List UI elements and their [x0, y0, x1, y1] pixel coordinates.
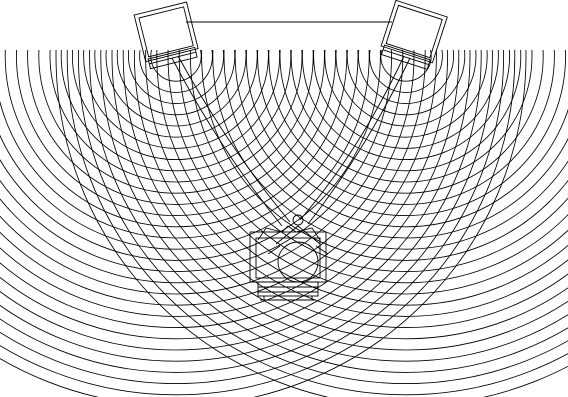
right-wavefront-arc [336, 0, 476, 126]
right-wavefront-arc [358, 8, 453, 103]
right-wavefront-arc [246, 0, 565, 216]
left-wavefront-arc [61, 0, 291, 171]
right-wavefront-arc [168, 0, 568, 294]
listener-in-chair [250, 215, 328, 300]
right-wavefront-arc [269, 0, 543, 193]
left-wavefront-arc [128, 8, 223, 103]
left-wavefront-arc [0, 0, 414, 294]
right-wavefront-arc [202, 0, 568, 260]
left-wavefront-arc [28, 0, 325, 204]
right-wavefront-arc [112, 0, 568, 350]
right-beam-line-2 [308, 58, 410, 224]
right-wavefront-arc [67, 0, 568, 395]
left-wavefront-arc [50, 0, 302, 182]
right-wavefront-arc [258, 0, 555, 204]
right-wavefront-arc [224, 0, 568, 238]
right-speaker-wavefronts [56, 0, 568, 397]
left-wavefront-arc [0, 0, 448, 328]
left-wavefront-arc [0, 0, 403, 283]
right-speaker [379, 0, 448, 70]
left-wavefront-arc [106, 0, 246, 126]
left-wavefront-arc [39, 0, 313, 193]
right-wavefront-arc [280, 0, 532, 182]
right-beam-line [300, 56, 404, 220]
right-wavefront-arc [101, 0, 568, 361]
left-beam-line-2 [172, 58, 282, 226]
right-wavefront-arc [291, 0, 521, 171]
left-wavefront-arc [16, 0, 335, 216]
